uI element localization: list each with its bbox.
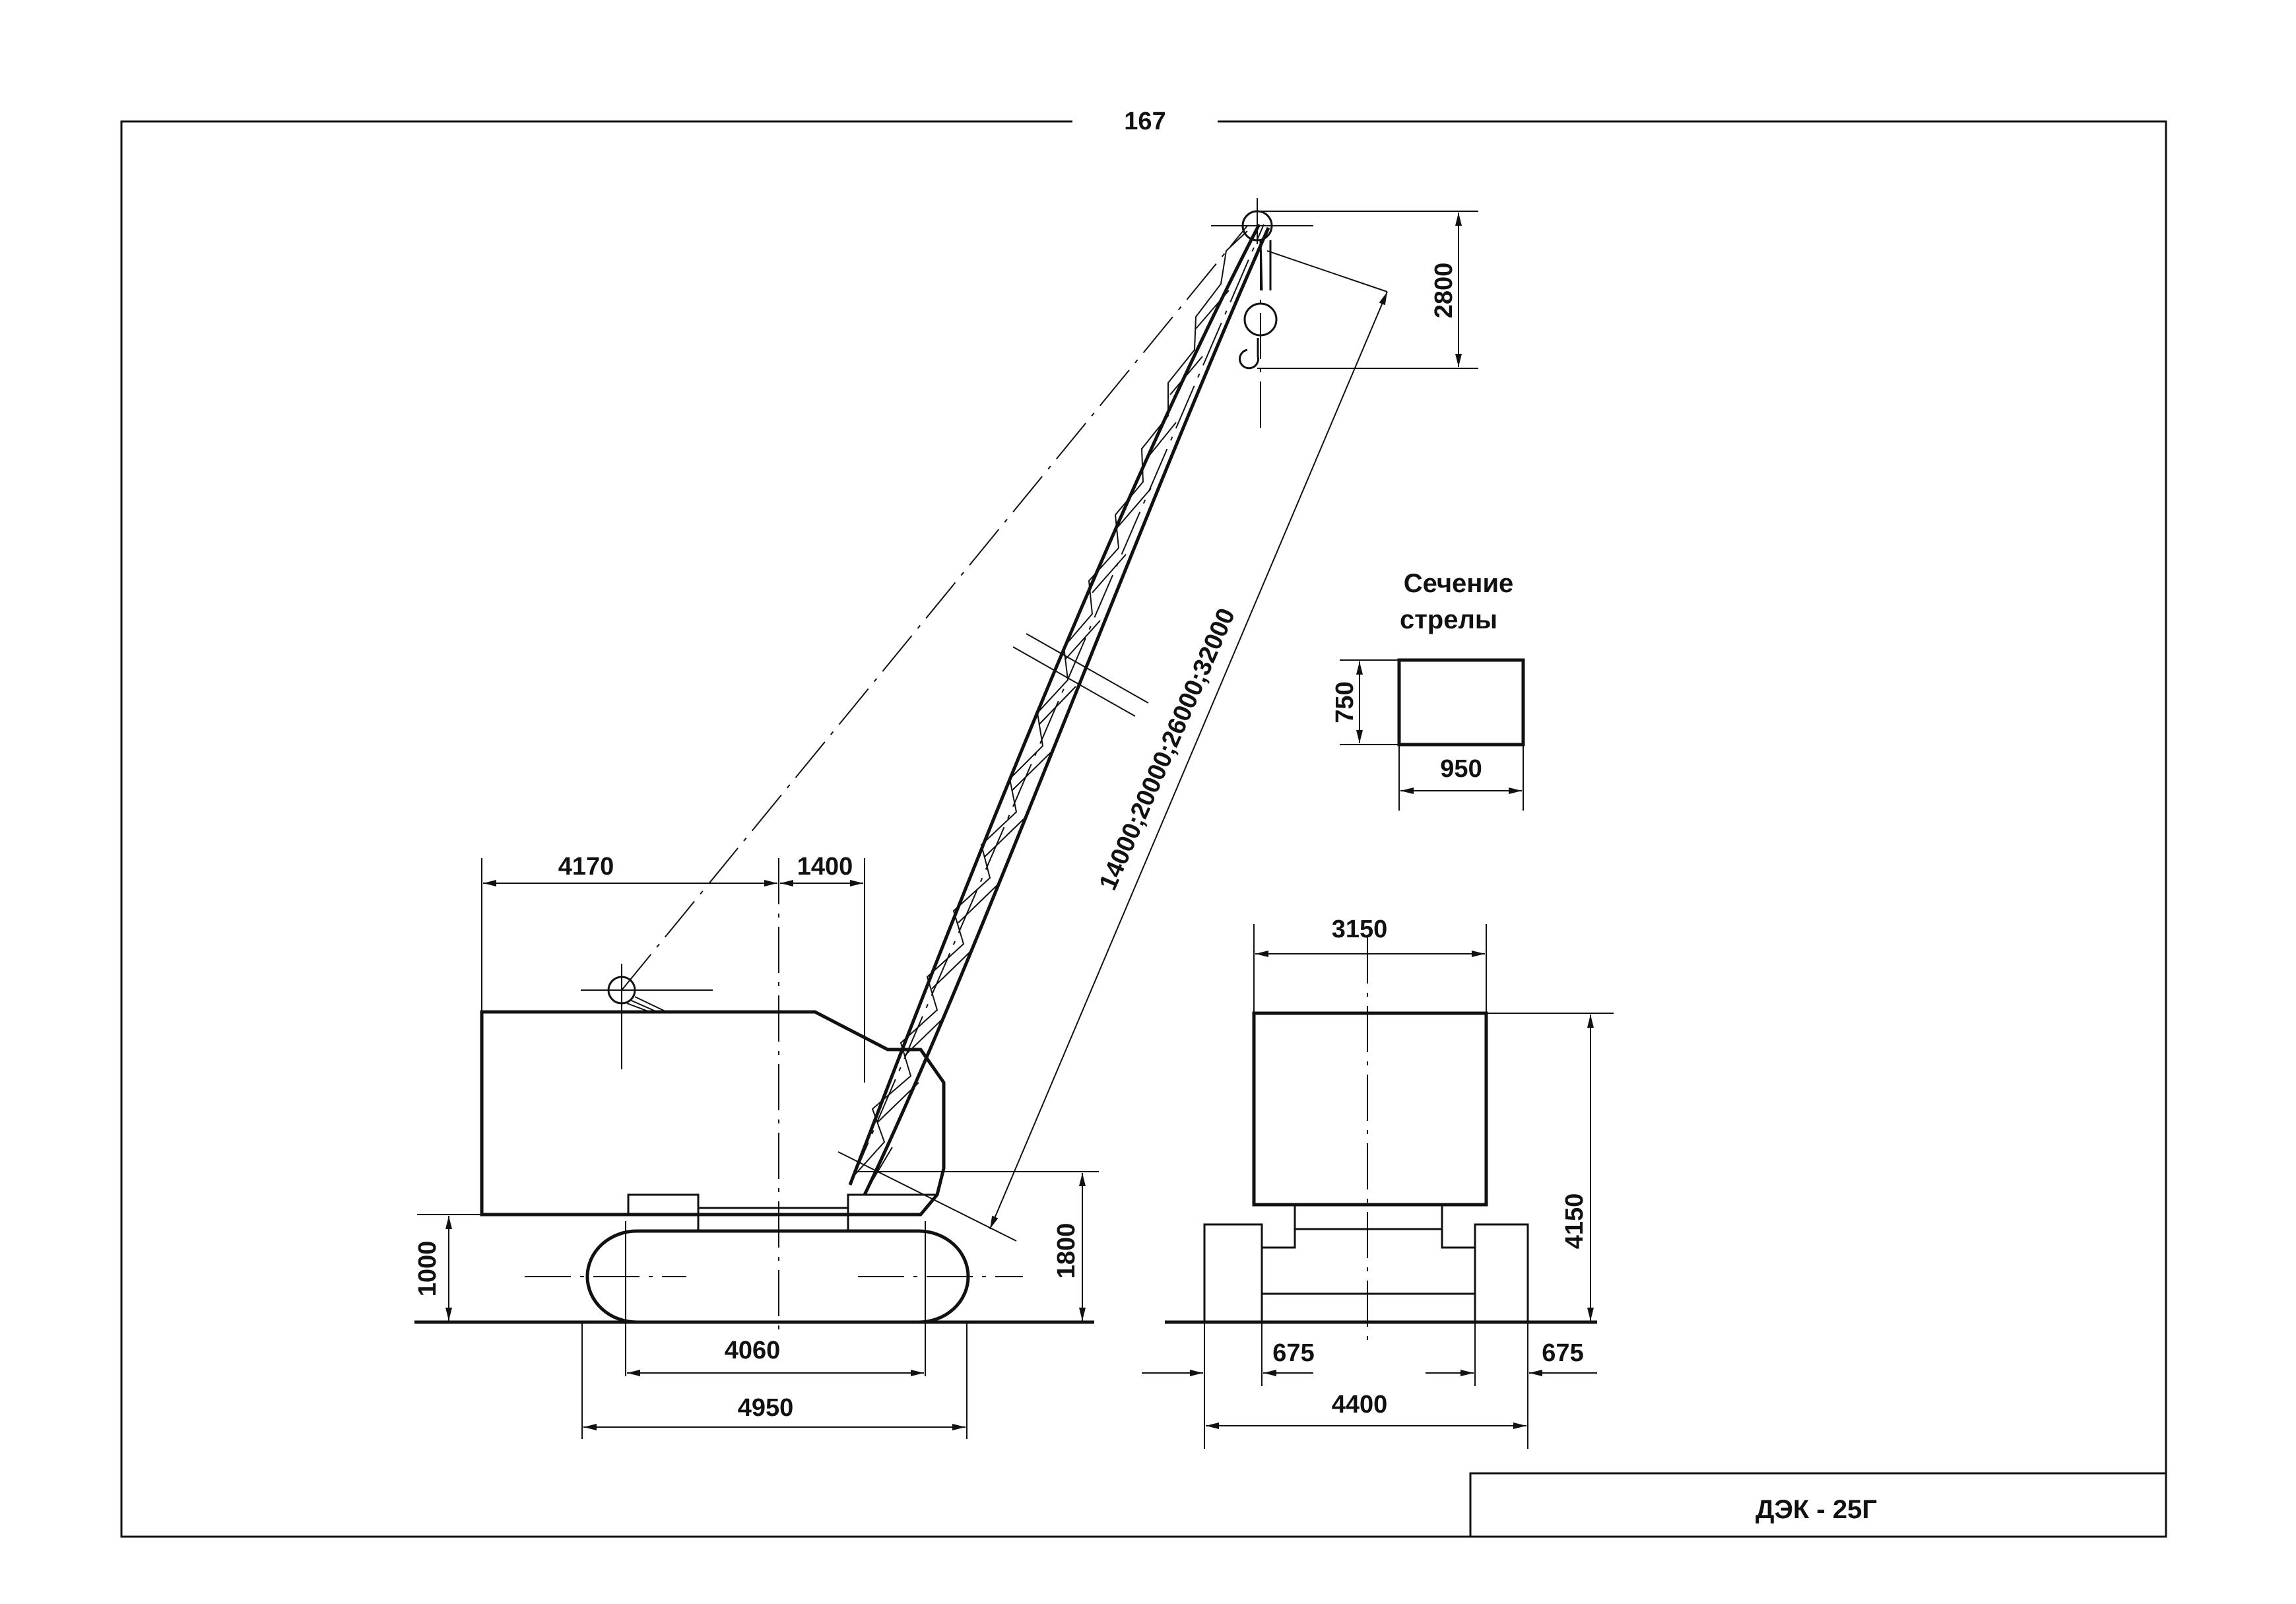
crawler-track bbox=[585, 1229, 970, 1324]
dim-overall-width: 4400 bbox=[1332, 1391, 1388, 1419]
boom-head-hook bbox=[1211, 198, 1313, 429]
dim-boom-length: 14000;20000;26000;32000 bbox=[1094, 605, 1241, 894]
side-view-dimensions: 2800 14000;20000;26000;32000 4170 1400 1… bbox=[414, 211, 1478, 1439]
model-label: ДЭК - 25Г bbox=[1755, 1495, 1877, 1524]
crane-front-view bbox=[1165, 937, 1597, 1347]
title-block: ДЭК - 25Г bbox=[1469, 1472, 2166, 1537]
front-body bbox=[1252, 1011, 1488, 1207]
front-view-dimensions: 3150 4150 675 675 4400 bbox=[1142, 916, 1614, 1449]
drawing-frame: 167 bbox=[120, 108, 2167, 1538]
dim-front-width: 3150 bbox=[1332, 916, 1388, 943]
section-label-line2: стрелы bbox=[1400, 605, 1497, 634]
dim-front-height: 4150 bbox=[1561, 1193, 1589, 1250]
crane-side-view bbox=[414, 198, 1313, 1376]
dim-hook-height: 2800 bbox=[1430, 263, 1458, 319]
page-number: 167 bbox=[1124, 108, 1165, 135]
dim-track-height: 1000 bbox=[414, 1241, 442, 1297]
dim-boom-pivot-height: 1800 bbox=[1053, 1223, 1080, 1279]
dim-track-base: 4060 bbox=[725, 1337, 781, 1364]
lattice-boom bbox=[837, 223, 1270, 1242]
dim-track-width-right: 675 bbox=[1542, 1339, 1583, 1367]
dim-section-width: 950 bbox=[1440, 755, 1482, 783]
dim-track-width-left: 675 bbox=[1272, 1339, 1314, 1367]
dim-section-height: 750 bbox=[1331, 681, 1359, 723]
dim-rear-radius: 4170 bbox=[558, 853, 614, 881]
section-label-line1: Сечение bbox=[1404, 569, 1514, 598]
dim-track-length: 4950 bbox=[738, 1394, 794, 1422]
dim-front-offset: 1400 bbox=[797, 853, 853, 881]
section-rect bbox=[1397, 658, 1525, 747]
boom-section: Сечение стрелы 750 950 bbox=[1331, 569, 1525, 811]
